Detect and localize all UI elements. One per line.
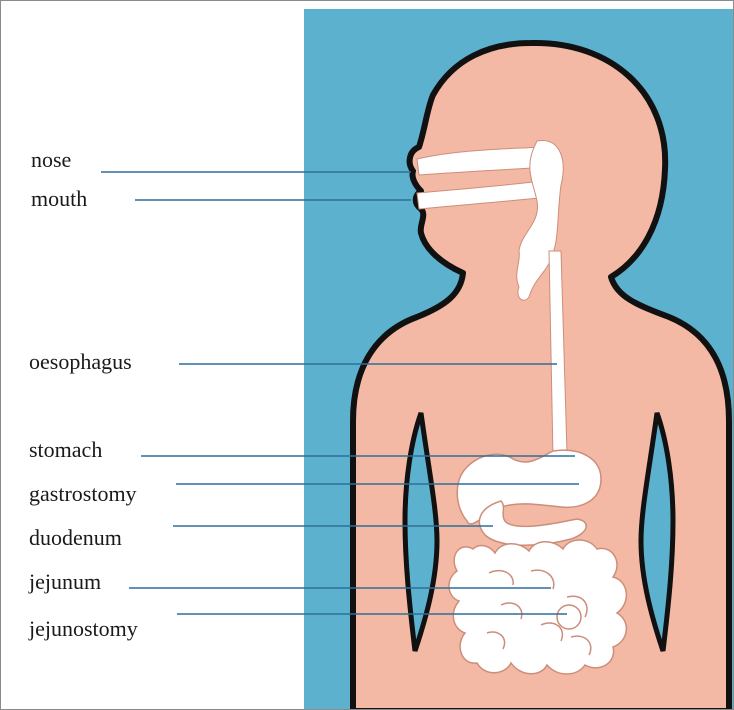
intestines-organ bbox=[449, 540, 626, 674]
label-oesophagus: oesophagus bbox=[29, 351, 132, 373]
label-duodenum: duodenum bbox=[29, 527, 122, 549]
label-mouth: mouth bbox=[31, 188, 87, 210]
label-nose: nose bbox=[31, 149, 71, 171]
label-gastrostomy: gastrostomy bbox=[29, 483, 137, 505]
label-jejunum: jejunum bbox=[29, 571, 101, 593]
label-jejunostomy: jejunostomy bbox=[29, 618, 138, 640]
label-stomach: stomach bbox=[29, 439, 102, 461]
